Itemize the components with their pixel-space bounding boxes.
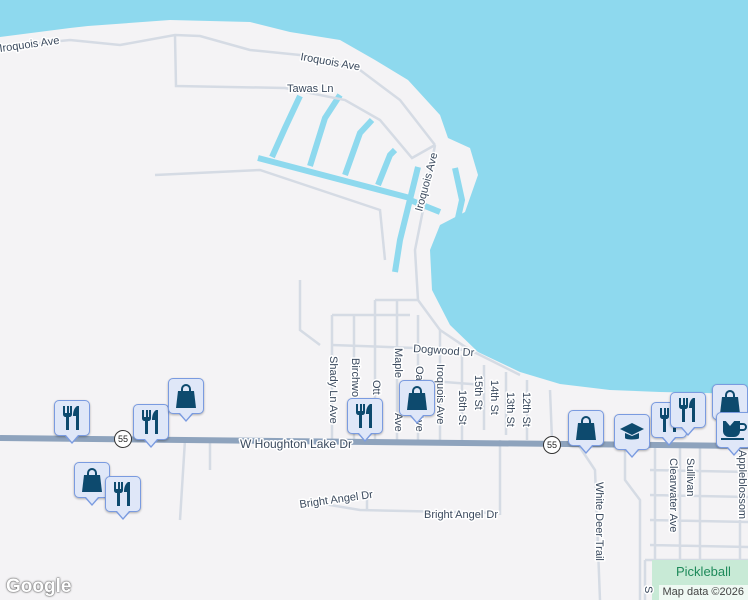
route-55-shield: 55 [114, 430, 132, 448]
poi-pin-shopping-bag[interactable] [74, 462, 110, 506]
label-oak-top: Oa [413, 366, 425, 382]
poi-pin-restaurant[interactable] [670, 392, 706, 436]
google-logo[interactable]: Google [6, 576, 72, 597]
poi-pin-restaurant[interactable] [105, 476, 141, 520]
label-appleblossom: Appleblossom [736, 450, 748, 519]
label-clearwater-ave: Clearwater Ave [667, 458, 679, 532]
poi-pin-school[interactable] [614, 414, 650, 458]
route-55-shield: 55 [543, 436, 561, 454]
label-maple-bottom: Ave [392, 413, 404, 432]
shopping-bag-icon [174, 383, 198, 409]
label-13th-st: 13th St [504, 392, 516, 427]
poi-pin-restaurant[interactable] [133, 404, 169, 448]
label-shady-ln-ave: Shady Ln Ave [327, 356, 339, 424]
label-14th-st: 14th St [488, 380, 500, 415]
label-dogwood-dr: Dogwood Dr [413, 343, 475, 359]
label-15th-st: 15th St [472, 375, 484, 410]
label-16th-st: 16th St [456, 390, 468, 425]
park-label-pickleball[interactable]: Pickleball [676, 564, 731, 579]
label-12th-st: 12th St [520, 392, 532, 427]
shopping-bag-icon [80, 467, 104, 493]
restaurant-icon [111, 481, 135, 507]
poi-pin-shopping-bag[interactable] [399, 380, 435, 424]
shopping-bag-icon [718, 389, 742, 415]
poi-pin-shopping-bag[interactable] [168, 378, 204, 422]
label-bright-angel-dr-2: Bright Angel Dr [424, 509, 498, 521]
shopping-bag-icon [574, 415, 598, 441]
map-attribution[interactable]: Map data ©2026 [658, 585, 748, 600]
label-white-deer-trail: White Deer Trail [593, 482, 605, 561]
label-birchwood: Birchwo [349, 358, 361, 397]
restaurant-icon [139, 409, 163, 435]
canals [257, 93, 466, 273]
label-s-partial: S [642, 586, 654, 593]
label-w-houghton-lake-dr: W Houghton Lake Dr [240, 437, 352, 451]
label-maple-top: Maple [392, 348, 404, 378]
restaurant-icon [676, 397, 700, 423]
restaurant-icon [353, 403, 377, 429]
poi-pin-restaurant[interactable] [54, 400, 90, 444]
school-icon [619, 421, 645, 443]
poi-pin-cafe[interactable] [716, 412, 748, 456]
shopping-bag-icon [405, 385, 429, 411]
label-sullivan: Sullivan [684, 458, 696, 497]
restaurant-icon [60, 405, 84, 431]
poi-pin-restaurant[interactable] [347, 398, 383, 442]
label-tawas-ln: Tawas Ln [287, 83, 333, 95]
label-iroquois-ave-south: Iroquois Ave [434, 364, 446, 424]
poi-pin-shopping-bag[interactable] [568, 410, 604, 454]
label-otter-top: Ott [370, 380, 382, 395]
